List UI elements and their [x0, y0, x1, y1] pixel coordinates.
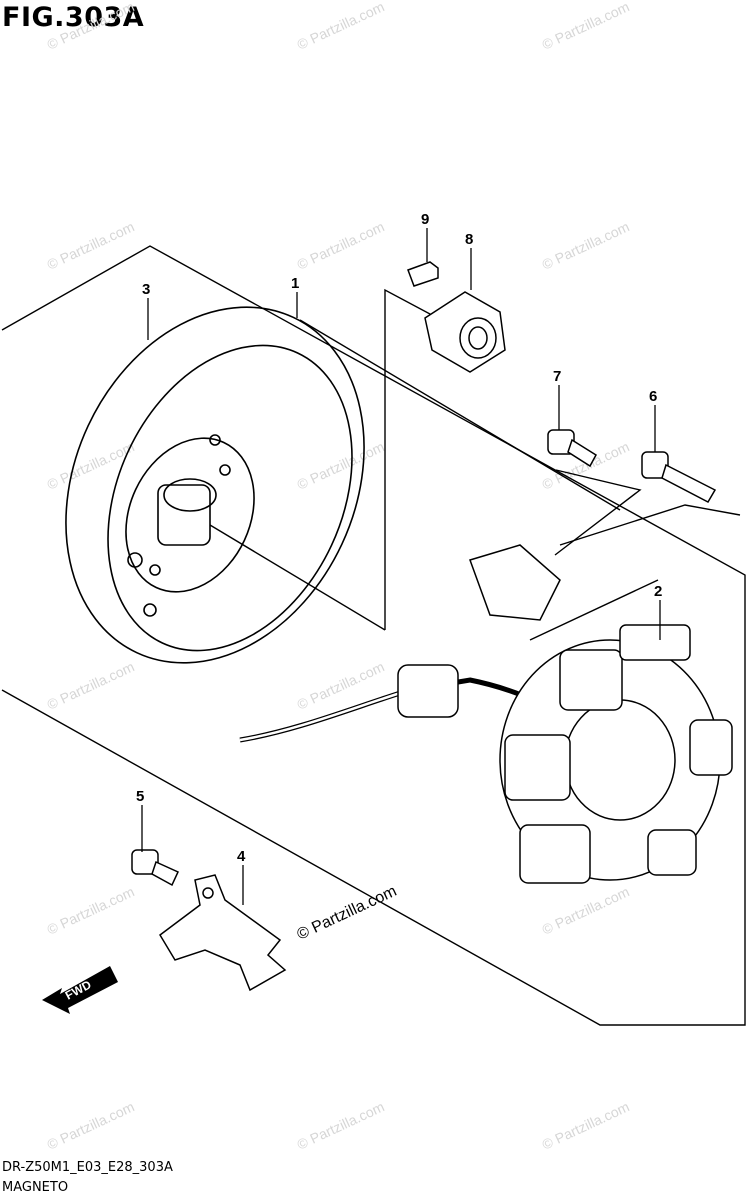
- watermark: © Partzilla.com: [45, 658, 137, 712]
- flywheel-rotor-drawing: [65, 306, 386, 664]
- fwd-arrow-icon: FWD: [42, 966, 118, 1014]
- callout-7: 7: [553, 368, 561, 385]
- watermark: © Partzilla.com: [45, 218, 137, 272]
- diagram-code: DR-Z50M1_E03_E28_303A: [2, 1160, 173, 1175]
- watermark: © Partzilla.com: [45, 883, 137, 937]
- stator-drawing: [239, 544, 733, 884]
- callout-6: 6: [649, 388, 657, 405]
- watermark: © Partzilla.com: [295, 218, 387, 272]
- watermark: © Partzilla.com: [295, 0, 387, 53]
- diagram-caption: MAGNETO: [2, 1180, 69, 1195]
- assembly-bracket-outline: [1, 245, 746, 1026]
- watermark: © Partzilla.com: [540, 1098, 632, 1152]
- watermark: © Partzilla.com: [540, 883, 632, 937]
- callout-leaders: [141, 228, 661, 905]
- watermark: © Partzilla.com: [540, 218, 632, 272]
- callout-1: 1: [291, 275, 299, 292]
- callout-labels: 9 8 1 3 7 6 2 5 4: [136, 211, 662, 865]
- callout-8: 8: [465, 231, 473, 248]
- watermark-foreground: © Partzilla.com: [295, 883, 400, 944]
- clamp-and-bolt-drawing: [131, 849, 287, 992]
- screws-drawing: [547, 429, 717, 503]
- callout-3: 3: [142, 281, 150, 298]
- callout-5: 5: [136, 788, 144, 805]
- watermark: © Partzilla.com: [540, 0, 632, 53]
- figure-title: FIG.303A: [2, 2, 145, 33]
- callout-9: 9: [421, 211, 429, 228]
- watermark: © Partzilla.com: [295, 1098, 387, 1152]
- callout-2: 2: [654, 583, 662, 600]
- callout-4: 4: [237, 848, 246, 865]
- key-and-nut-drawing: [407, 261, 506, 373]
- watermark: © Partzilla.com: [45, 0, 137, 53]
- watermark: © Partzilla.com: [295, 438, 387, 492]
- watermark: © Partzilla.com: [45, 1098, 137, 1152]
